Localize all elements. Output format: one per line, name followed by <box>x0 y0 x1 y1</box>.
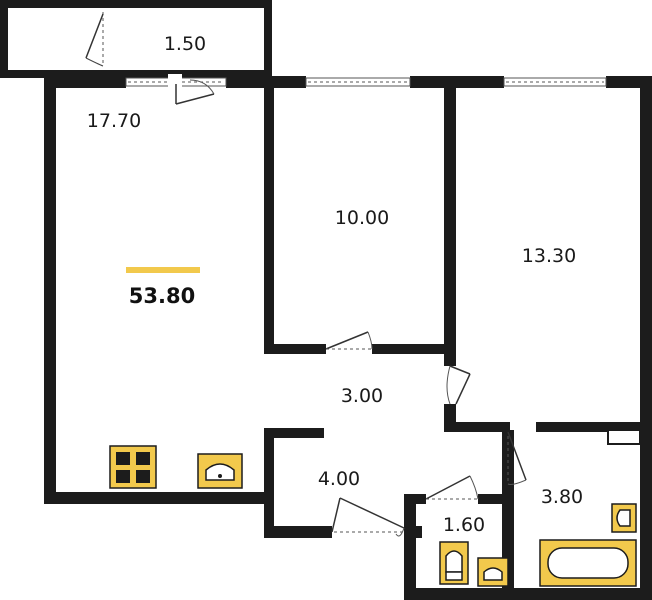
exterior-walls <box>44 76 652 600</box>
room-area-balcony: 1.50 <box>164 33 206 55</box>
room-area-bedroom-1: 10.00 <box>335 207 389 229</box>
bathroom-washbasin-icon <box>611 503 637 533</box>
windows <box>125 77 607 87</box>
kitchen-sink-icon <box>197 453 243 489</box>
balcony <box>0 0 272 78</box>
room-area-bedroom-2: 13.30 <box>522 245 576 267</box>
room-area-hallway: 3.00 <box>341 385 383 407</box>
stove-icon <box>109 445 157 489</box>
washbasin-icon <box>477 557 509 587</box>
toilet-icon <box>439 541 469 585</box>
total-area: 53.80 <box>129 284 195 308</box>
room-area-toilet: 1.60 <box>443 514 485 536</box>
ventilation-shaft <box>607 429 641 445</box>
doors <box>168 74 527 537</box>
room-area-kitchen: 4.00 <box>318 468 360 490</box>
room-area-living-room: 17.70 <box>87 110 141 132</box>
room-area-bathroom: 3.80 <box>541 486 583 508</box>
total-area-accent-bar <box>126 267 200 273</box>
balcony-door <box>85 8 110 70</box>
bathtub-icon <box>539 539 637 587</box>
